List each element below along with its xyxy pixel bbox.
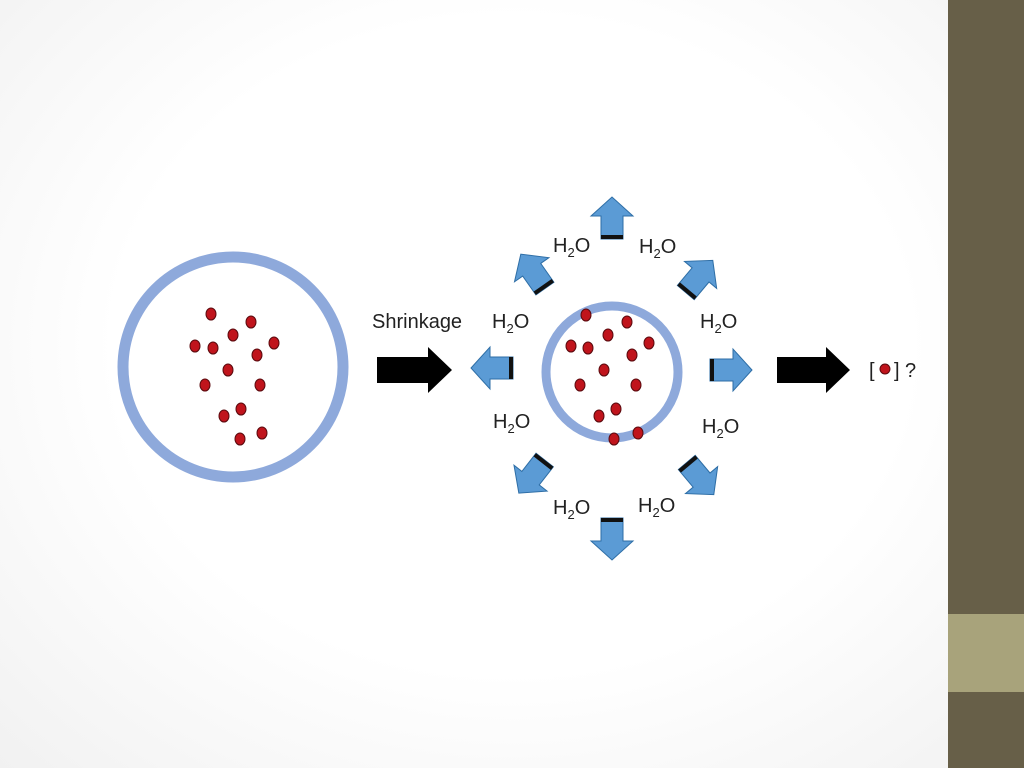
osmosis-diagram: Shrinkage H2O H2O H2O H2O H2O H2O H2O H2…: [117, 196, 916, 561]
water-arrow-up-right: [669, 246, 730, 307]
water-arrow-down: [590, 517, 634, 561]
bracket-open: [: [869, 360, 875, 382]
water-labels: H2O H2O H2O H2O H2O H2O H2O H2O: [492, 235, 739, 522]
question-mark: ?: [905, 360, 916, 382]
water-arrow-right: [709, 348, 753, 392]
small-cell: [541, 301, 683, 446]
solute-particle: [602, 328, 614, 342]
solute-particle: [234, 432, 246, 446]
solute-particle: [565, 339, 577, 353]
solute-particle: [189, 339, 201, 353]
water-outflow-arrows: [470, 196, 753, 561]
bracket-close: ]: [894, 360, 900, 382]
solute-particle-icon: [879, 363, 891, 375]
solute-particle: [205, 307, 217, 321]
large-cell-membrane: [117, 251, 349, 483]
solute-particle: [574, 378, 586, 392]
solute-particle: [251, 348, 263, 362]
water-arrow-up: [590, 196, 634, 240]
solute-particle: [227, 328, 239, 342]
shrinkage-arrow: [377, 347, 452, 393]
result-arrow: [777, 347, 850, 393]
solute-particle: [222, 363, 234, 377]
solute-particle: [643, 336, 655, 350]
small-cell-membrane: [541, 301, 683, 443]
solute-particle: [580, 308, 592, 322]
solute-particle: [256, 426, 268, 440]
solute-particle: [630, 378, 642, 392]
side-bar-accent: [948, 614, 1024, 692]
solute-particle: [598, 363, 610, 377]
side-decoration-bar: [948, 0, 1024, 768]
solute-particle: [610, 402, 622, 416]
solute-particle: [218, 409, 230, 423]
solute-particle: [235, 402, 247, 416]
solute-particle: [593, 409, 605, 423]
solute-particle: [608, 432, 620, 446]
water-label-left: H2O: [492, 311, 529, 336]
solute-particle: [199, 378, 211, 392]
solute-particle: [268, 336, 280, 350]
large-cell: [117, 251, 349, 483]
solute-particle: [626, 348, 638, 362]
solute-particle: [621, 315, 633, 329]
solute-particle: [582, 341, 594, 355]
solute-particle: [632, 426, 644, 440]
water-label-bottom-left: H2O: [553, 497, 590, 522]
water-label-lower-left: H2O: [493, 411, 530, 436]
water-label-bottom-right: H2O: [638, 495, 675, 520]
concentration-question: [ ] ?: [869, 360, 916, 382]
shrinkage-label: Shrinkage: [372, 311, 462, 333]
water-arrow-left: [470, 346, 514, 390]
water-label-top-right: H2O: [639, 236, 676, 261]
water-arrow-down-right: [670, 448, 731, 509]
water-label-lower-right: H2O: [702, 416, 739, 441]
water-label-right: H2O: [700, 311, 737, 336]
solute-particle: [207, 341, 219, 355]
side-bar-bottom: [948, 692, 1024, 768]
large-cell-solutes: [189, 307, 280, 446]
small-cell-solutes: [565, 308, 655, 446]
side-bar-top: [948, 0, 1024, 614]
water-label-top-left: H2O: [553, 235, 590, 260]
solute-particle: [245, 315, 257, 329]
solute-particle: [254, 378, 266, 392]
shrinkage-process: Shrinkage: [372, 311, 462, 393]
